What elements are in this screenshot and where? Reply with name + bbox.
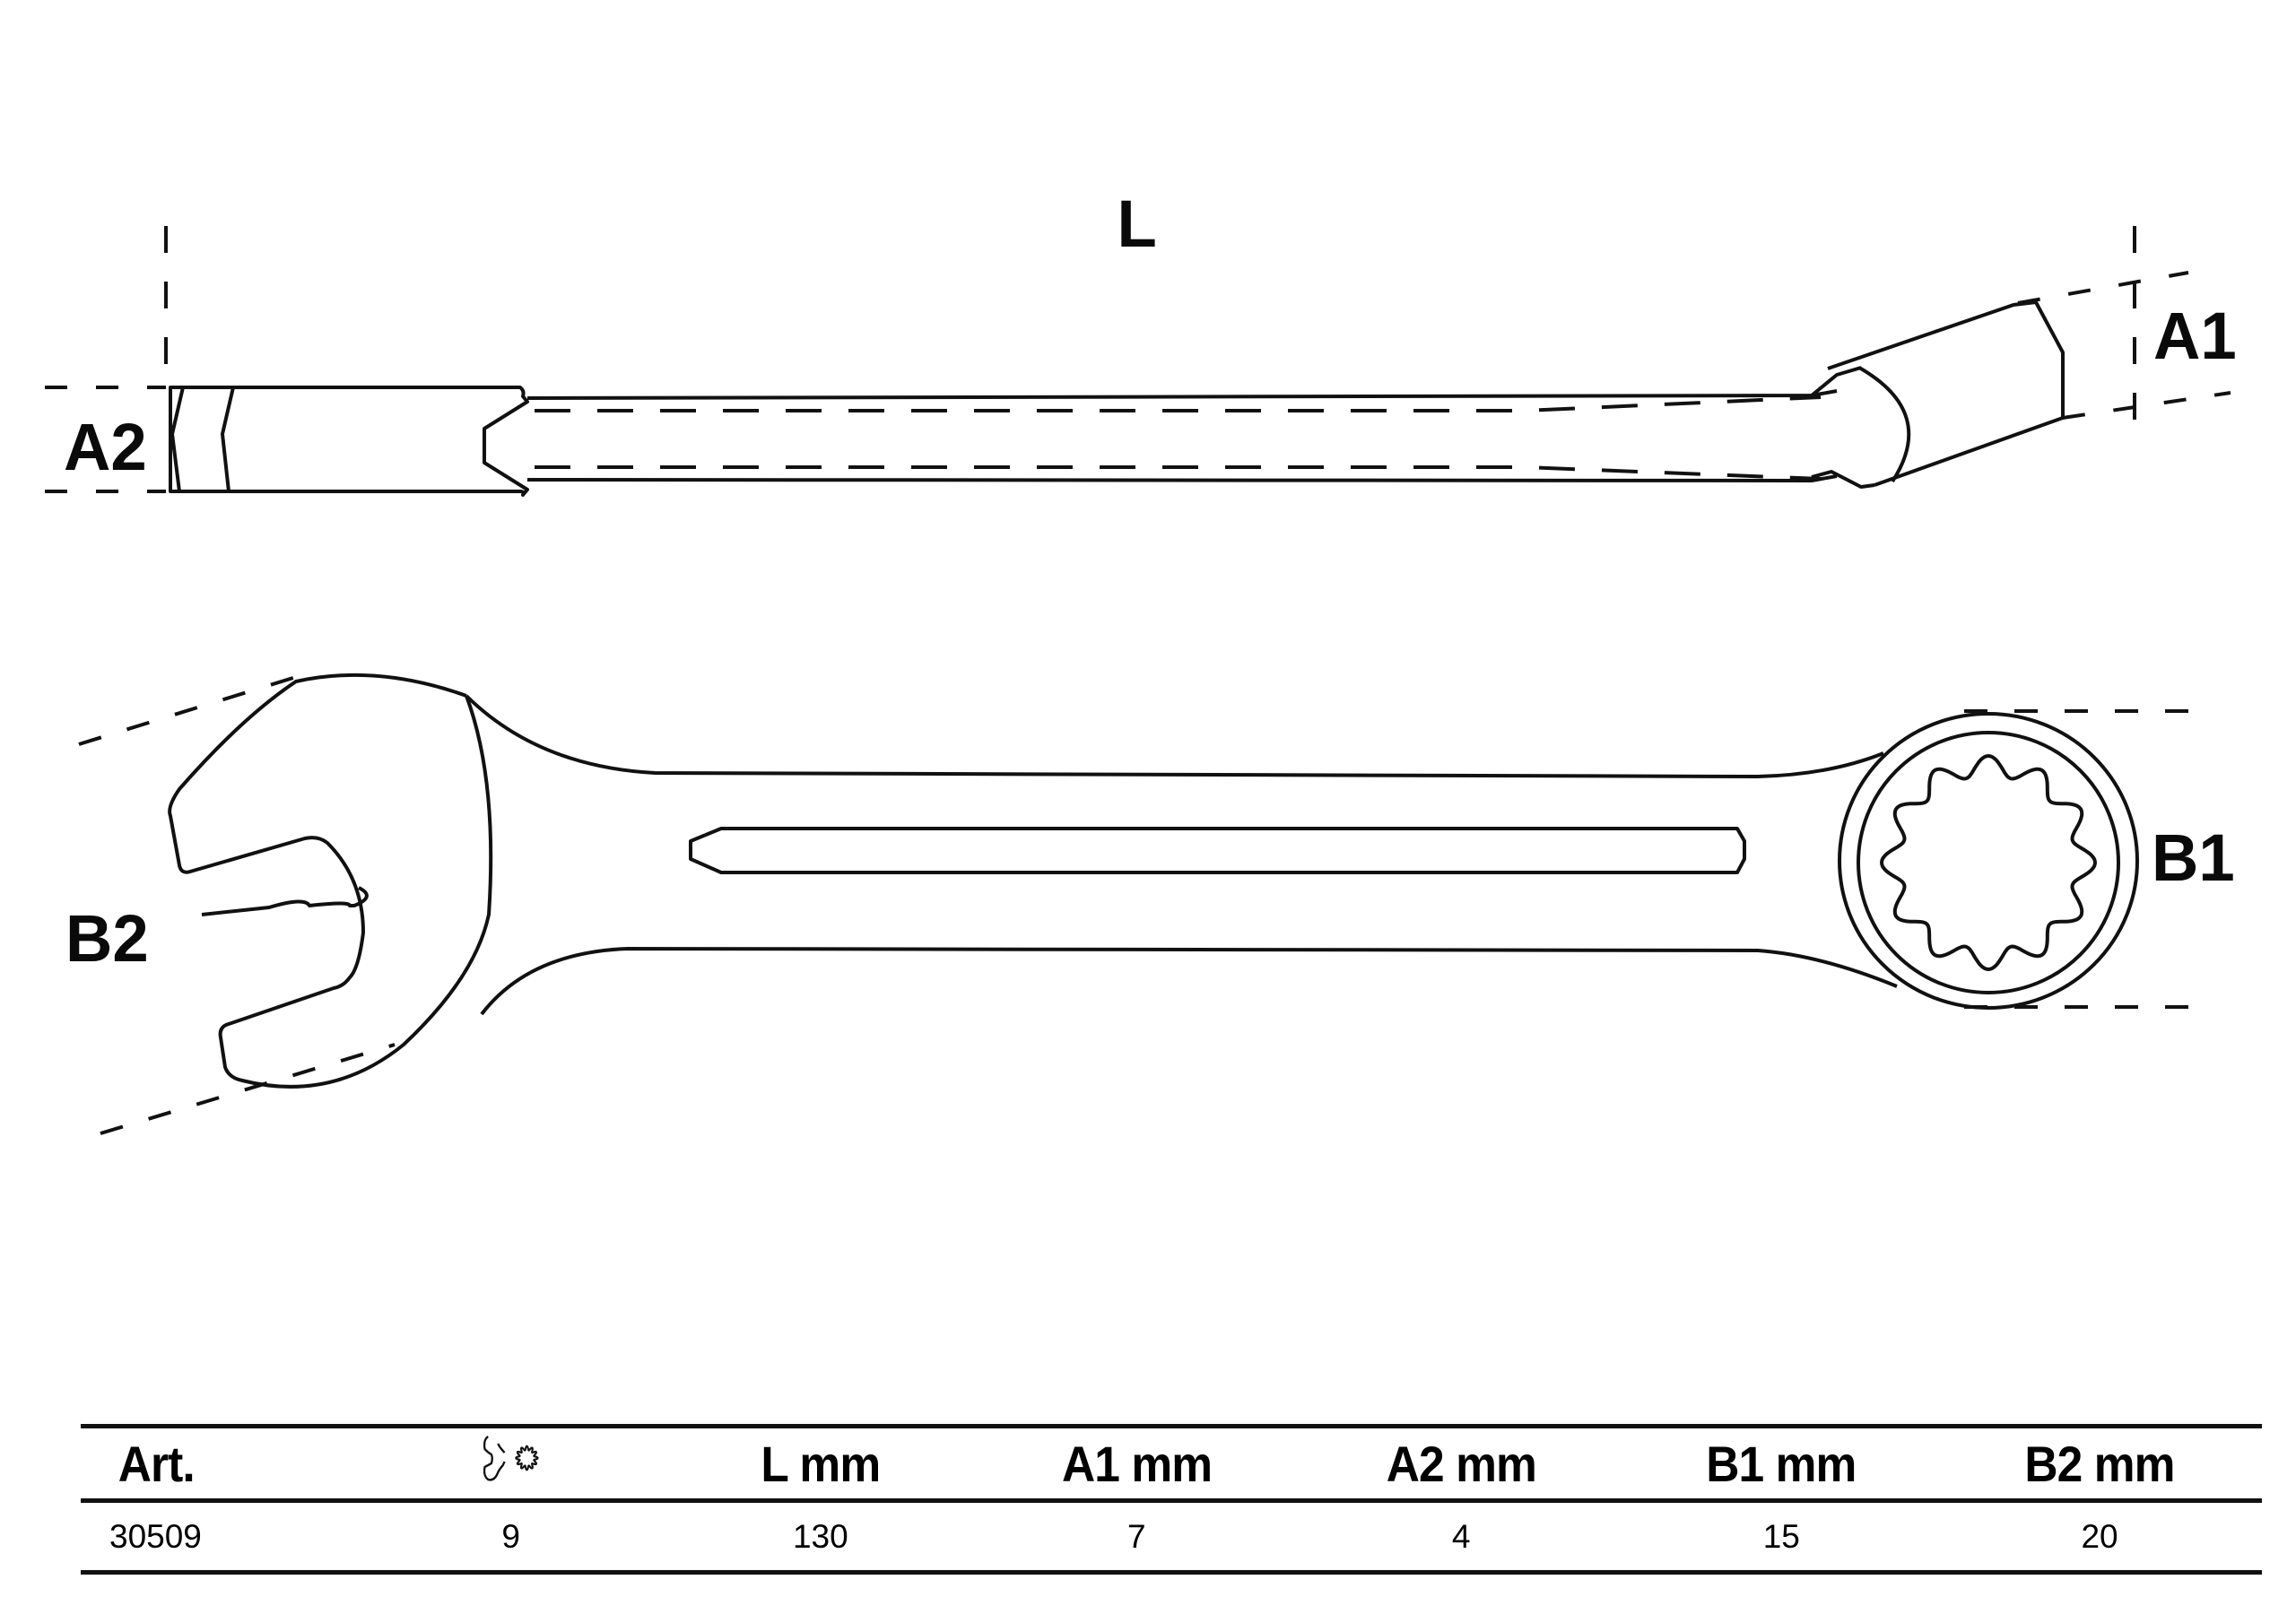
table-header-rule (81, 1498, 2262, 1503)
shaft-neck-bottom (1811, 470, 1875, 489)
ring-12-point-socket (1880, 754, 2097, 971)
header-l-mm: L mm (761, 1435, 881, 1492)
dimension-label-a2: A2 (63, 410, 147, 484)
open-end-bevel-2 (221, 386, 235, 492)
header-art: Art. (117, 1435, 196, 1492)
side-view (45, 226, 2231, 497)
header-a1-mm: A1 mm (1061, 1435, 1213, 1492)
dimension-label-a1: A1 (2152, 299, 2237, 373)
cell-l: 130 (792, 1517, 848, 1555)
table-row: 30509 9 130 7 4 15 20 (81, 1503, 2262, 1570)
cell-b2: 20 (2081, 1517, 2118, 1555)
cell-art: 30509 (109, 1517, 202, 1555)
table-header-row: Art. L mm A1 mm A2 mm B1 mm B2 mm (81, 1428, 2262, 1498)
cell-a1: 7 (1126, 1517, 1146, 1555)
ring-inner (1857, 731, 2120, 994)
shaft-inner-dash-bottom (535, 465, 1822, 481)
ring-end-neck-curve (1858, 366, 1911, 483)
shaft-inner-dash-top (535, 395, 1822, 412)
cell-size: 9 (501, 1517, 520, 1555)
header-b1-mm: B1 mm (1706, 1435, 1857, 1492)
header-a2-mm: A2 mm (1386, 1435, 1537, 1492)
header-size-icons (370, 1435, 652, 1493)
b2-extension-bottom (100, 1043, 396, 1135)
table-bottom-rule (81, 1570, 2262, 1575)
twelve-point-ring-icon (515, 1445, 540, 1471)
dimension-label-l: L (1117, 187, 1157, 261)
open-end-wrench-icon (483, 1435, 507, 1481)
b2-extension-top (78, 675, 297, 746)
specification-table: Art. L mm A1 mm A2 mm B1 mm B2 mm 30509 … (81, 1424, 2262, 1575)
open-end-jaw-outline (168, 673, 493, 1089)
shaft-top-edge (526, 389, 1838, 400)
cell-b1: 15 (1762, 1517, 1800, 1555)
ring-end-side-outline (1827, 300, 2065, 487)
dimension-label-b2: B2 (65, 901, 149, 976)
open-end-side-outline (169, 386, 529, 497)
ring-outer (1838, 712, 2139, 1010)
shaft-slot (689, 827, 1746, 874)
open-end-shoulder-top (465, 694, 1884, 778)
open-end-shoulder-bottom (480, 947, 1898, 1016)
a1-extension-bottom (2062, 391, 2231, 420)
open-end-bevel-1 (170, 386, 185, 492)
shaft-neck-top (1810, 366, 1862, 397)
front-view (78, 673, 2215, 1135)
header-b2-mm: B2 mm (2024, 1435, 2175, 1492)
dimension-label-b1: B1 (2151, 820, 2235, 895)
cell-a2: 4 (1451, 1517, 1471, 1555)
technical-drawing (45, 226, 2231, 1135)
table-top-rule (81, 1424, 2262, 1428)
shaft-bottom-edge (526, 474, 1838, 482)
